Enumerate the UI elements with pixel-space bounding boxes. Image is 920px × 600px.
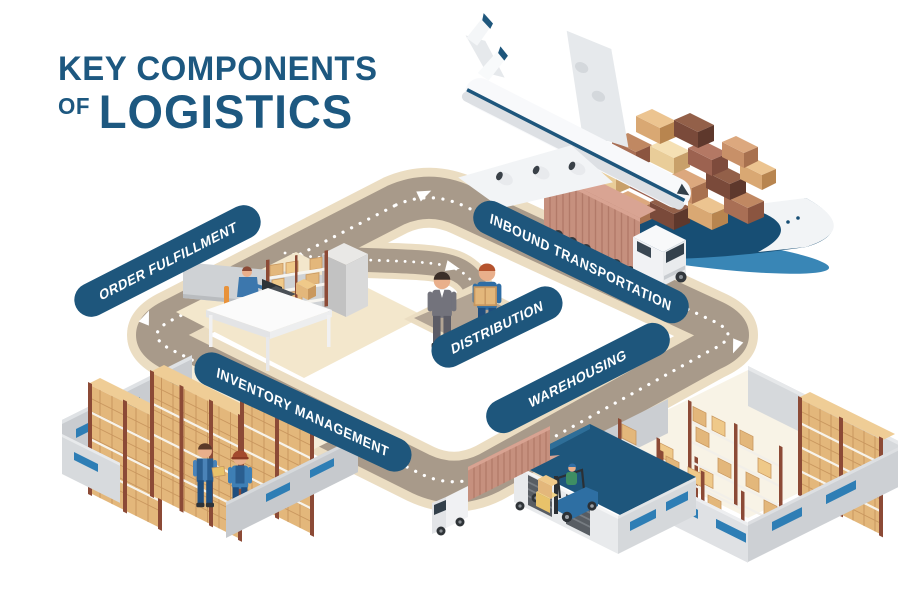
forklift-illustration	[536, 463, 598, 523]
warehouse-building	[432, 424, 696, 554]
order-fulfillment-office	[176, 243, 424, 378]
page-title: KEY COMPONENTS OF LOGISTICS	[58, 50, 378, 138]
title-of: OF	[58, 92, 90, 119]
inventory-rack	[150, 370, 242, 542]
dock-truck-illustration	[432, 426, 560, 536]
title-line1: KEY COMPONENTS	[58, 50, 378, 88]
title-line2: OF LOGISTICS	[58, 84, 378, 138]
distribution-platform	[404, 263, 540, 352]
title-logistics: LOGISTICS	[98, 84, 354, 138]
worker-carrying-box	[472, 263, 502, 341]
inventory-warehouse	[62, 355, 358, 542]
cargo-plane-illustration	[458, 13, 691, 210]
